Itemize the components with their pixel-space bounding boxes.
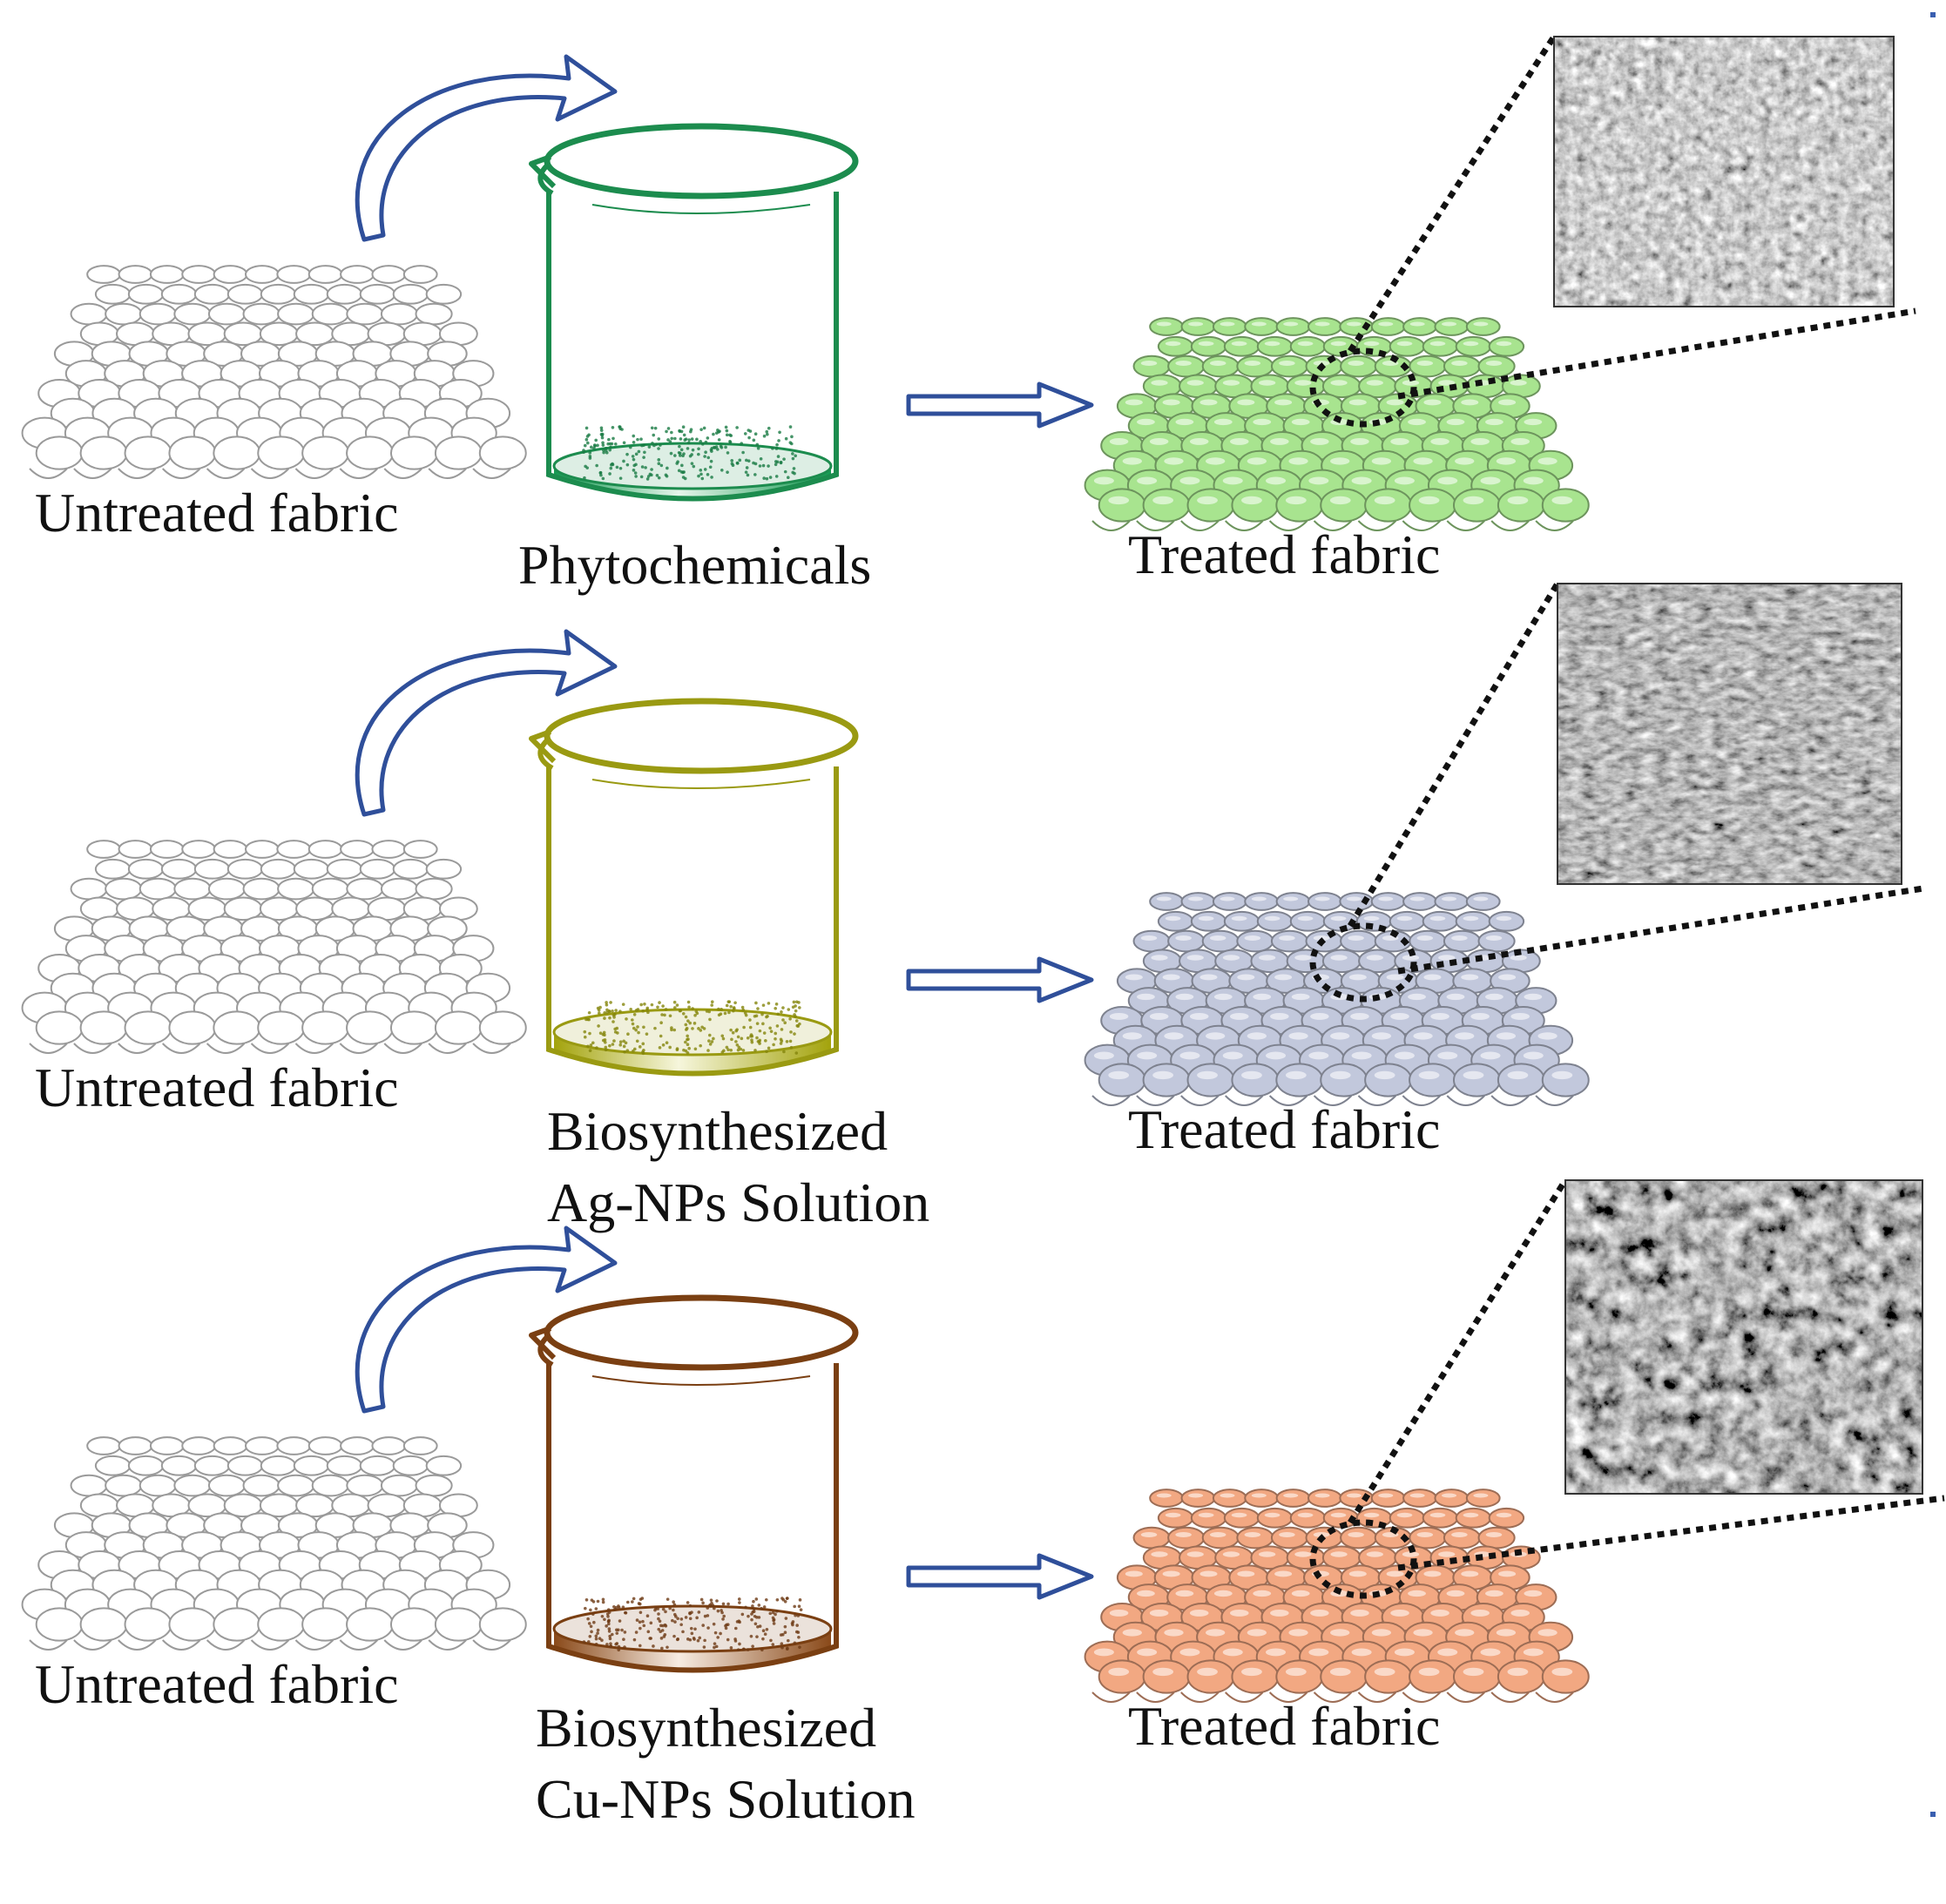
curved-arrow-icon — [355, 1225, 618, 1414]
treated-fabric-label: Treated fabric — [1128, 523, 1440, 585]
solution-label: Phytochemicals — [518, 534, 871, 596]
beaker-3 — [529, 1294, 859, 1673]
beaker-liquid — [552, 1000, 833, 1074]
untreated-fabric-label: Untreated fabric — [35, 1653, 399, 1715]
curved-arrow-icon — [355, 629, 618, 817]
zoom-callout — [1309, 582, 1924, 1003]
corner-marker — [1930, 12, 1936, 17]
untreated-fabric-image — [21, 840, 527, 1054]
right-arrow-icon — [906, 1553, 1094, 1600]
zoom-callout — [1309, 35, 1916, 428]
corner-marker — [1930, 1812, 1936, 1817]
treated-fabric-label: Treated fabric — [1128, 1098, 1440, 1160]
beaker-1 — [529, 123, 859, 502]
treated-fabric-image — [1084, 1489, 1590, 1703]
beaker-2 — [529, 698, 859, 1077]
right-arrow-icon — [906, 381, 1094, 429]
treated-fabric-label: Treated fabric — [1128, 1695, 1440, 1757]
sem-micrograph-image — [1553, 36, 1895, 307]
right-arrow-icon — [906, 956, 1094, 1003]
untreated-fabric-label: Untreated fabric — [35, 482, 399, 544]
untreated-fabric-image — [21, 1436, 527, 1651]
sem-micrograph-image — [1557, 583, 1902, 885]
beaker-liquid — [552, 1597, 833, 1671]
curved-arrow-icon — [355, 54, 618, 242]
sem-micrograph-image — [1564, 1179, 1923, 1495]
untreated-fabric-label: Untreated fabric — [35, 1057, 399, 1118]
zoom-callout — [1309, 1178, 1945, 1599]
treated-fabric-image — [1084, 317, 1590, 531]
treated-fabric-image — [1084, 892, 1590, 1106]
untreated-fabric-image — [21, 265, 527, 479]
